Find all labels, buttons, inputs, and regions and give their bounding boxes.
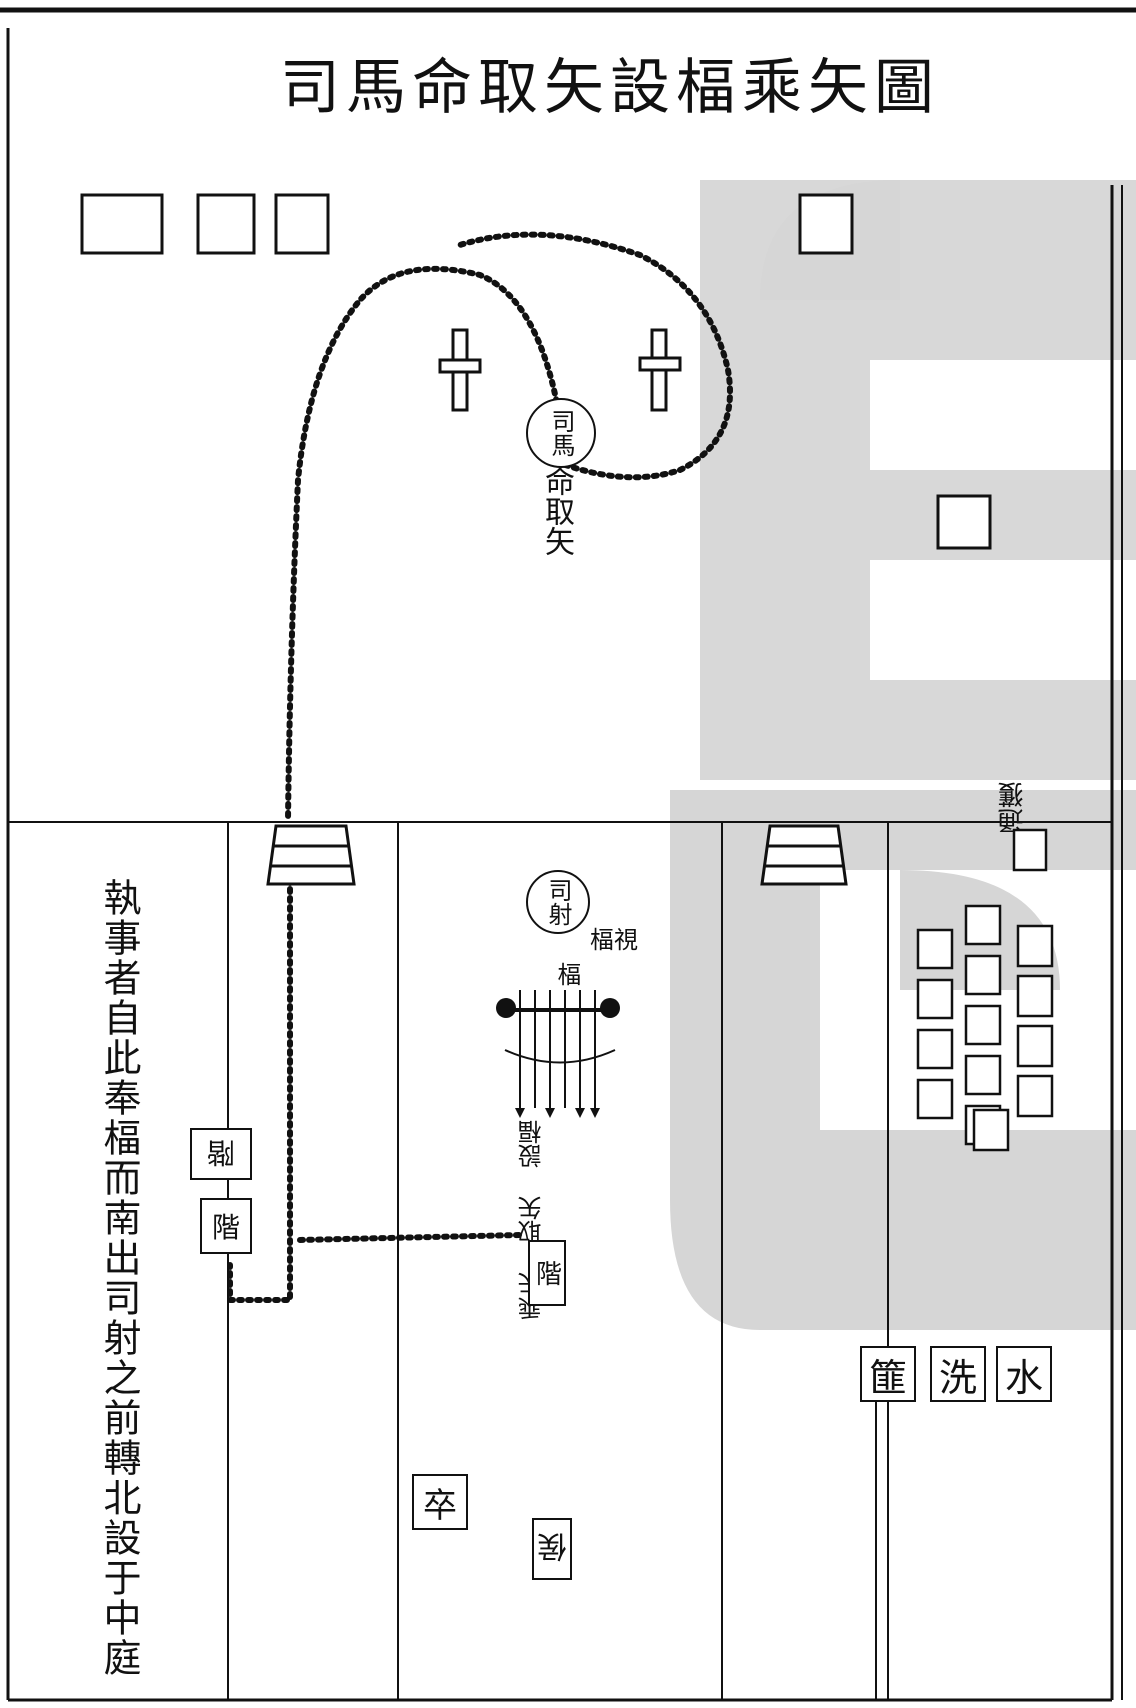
she-action-label: 楅視 bbox=[590, 926, 638, 954]
diagram-title: 司馬命取矢設楅乘矢圖 bbox=[280, 53, 940, 123]
left-box-b: 階 bbox=[200, 1198, 252, 1254]
fu-label: 楅 bbox=[553, 962, 581, 986]
fei-label: 篚 bbox=[860, 1346, 916, 1402]
left-box-a: 階 bbox=[190, 1128, 252, 1180]
lower-box-2: 侯 bbox=[532, 1518, 572, 1580]
center-box: 階 bbox=[528, 1240, 566, 1306]
she-circle: 司射 bbox=[526, 870, 590, 934]
lower-box-1: 卒 bbox=[412, 1474, 468, 1530]
shui-label: 水 bbox=[996, 1346, 1052, 1402]
sima-circle: 司馬 bbox=[526, 398, 596, 468]
xi-label: 洗 bbox=[930, 1346, 986, 1402]
sima-action-label: 命取矢 bbox=[539, 466, 574, 556]
zhishi-note: 執事者自此奉楅而南出司射之前轉北設于中庭 bbox=[97, 878, 141, 1678]
